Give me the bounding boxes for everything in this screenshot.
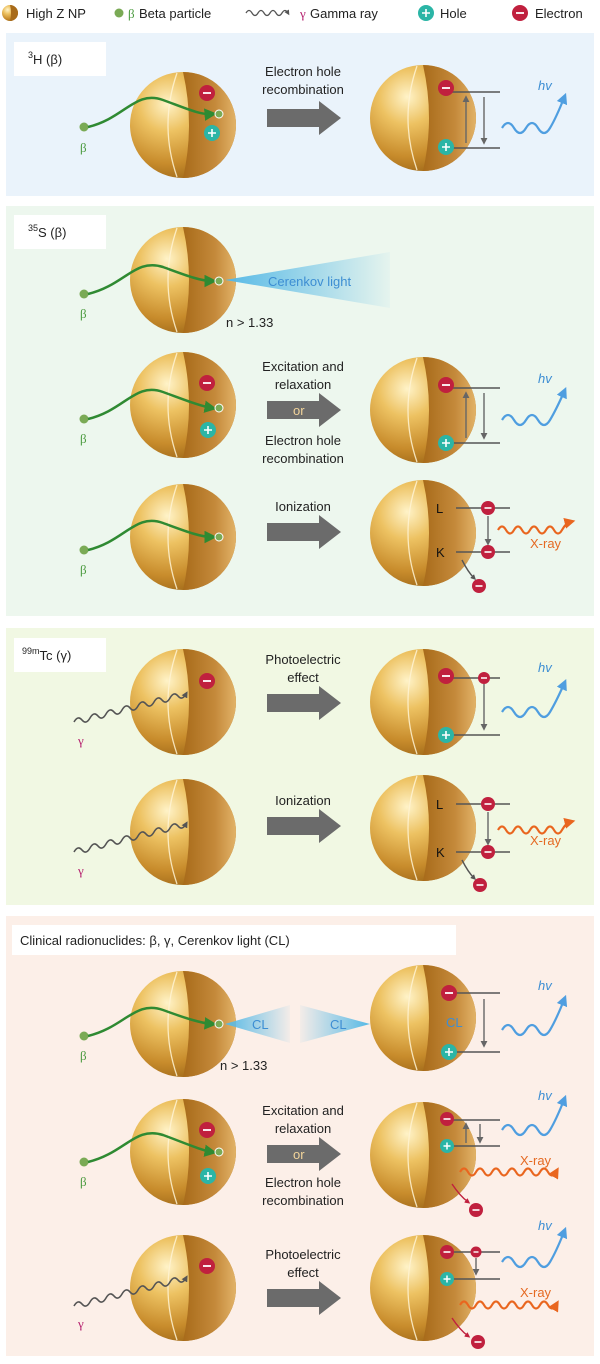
svg-text:Excitation and: Excitation and xyxy=(262,359,344,374)
svg-text:L: L xyxy=(436,797,443,812)
svg-text:Electron hole: Electron hole xyxy=(265,1175,341,1190)
panel1-label: 3H (β) xyxy=(28,50,62,67)
svg-text:effect: effect xyxy=(287,1265,319,1280)
svg-text:X-ray: X-ray xyxy=(520,1153,552,1168)
svg-text:or: or xyxy=(293,403,305,418)
svg-text:or: or xyxy=(293,1147,305,1162)
svg-text:Cerenkov light: Cerenkov light xyxy=(268,274,351,289)
svg-text:X-ray: X-ray xyxy=(520,1285,552,1300)
svg-text:γ: γ xyxy=(77,1316,84,1331)
legend-beta: Beta particle xyxy=(139,6,211,21)
panel2-label: 35S (β) xyxy=(28,223,66,240)
svg-text:recombination: recombination xyxy=(262,82,344,97)
svg-text:CL: CL xyxy=(446,1015,463,1030)
svg-text:hv: hv xyxy=(538,660,553,675)
hole-icon xyxy=(418,5,434,21)
legend-np: High Z NP xyxy=(26,6,86,21)
panel-sulfur: 35S (β) β Cerenkov light n > 1.33 β Exci… xyxy=(6,206,594,616)
svg-text:L: L xyxy=(436,501,443,516)
svg-text:n > 1.33: n > 1.33 xyxy=(226,315,273,330)
panel-clinical: Clinical radionuclides: β, γ, Cerenkov l… xyxy=(6,916,594,1356)
legend: High Z NP β Beta particle γ Gamma ray Ho… xyxy=(2,5,583,21)
legend-gamma: Gamma ray xyxy=(310,6,378,21)
svg-text:recombination: recombination xyxy=(262,451,344,466)
svg-text:K: K xyxy=(436,545,445,560)
electron-icon xyxy=(512,5,528,21)
svg-text:β: β xyxy=(80,1174,87,1189)
svg-text:Electron hole: Electron hole xyxy=(265,433,341,448)
svg-text:β: β xyxy=(80,140,87,155)
svg-text:CL: CL xyxy=(330,1017,347,1032)
svg-text:Electron hole: Electron hole xyxy=(265,64,341,79)
svg-text:Ionization: Ionization xyxy=(275,793,331,808)
svg-text:γ: γ xyxy=(77,863,84,878)
svg-text:β: β xyxy=(80,562,87,577)
svg-text:hv: hv xyxy=(538,1218,553,1233)
svg-text:X-ray: X-ray xyxy=(530,536,562,551)
svg-text:Excitation and: Excitation and xyxy=(262,1103,344,1118)
svg-text:Ionization: Ionization xyxy=(275,499,331,514)
gamma-ray-icon xyxy=(245,9,290,17)
svg-text:β: β xyxy=(80,431,87,446)
svg-text:γ: γ xyxy=(77,733,84,748)
legend-beta-symbol: β xyxy=(128,6,135,21)
svg-text:relaxation: relaxation xyxy=(275,1121,331,1136)
svg-text:recombination: recombination xyxy=(262,1193,344,1208)
svg-text:relaxation: relaxation xyxy=(275,377,331,392)
legend-electron: Electron xyxy=(535,6,583,21)
svg-text:β: β xyxy=(80,1048,87,1063)
svg-text:n > 1.33: n > 1.33 xyxy=(220,1058,267,1073)
svg-text:effect: effect xyxy=(287,670,319,685)
svg-text:K: K xyxy=(436,845,445,860)
panel-technetium: 99mTc (γ) γ Photoelectric effect hv γ Io… xyxy=(6,628,594,905)
np-legend-icon xyxy=(2,5,18,21)
panel-tritium: 3H (β) β Electron hole recombination hv xyxy=(6,33,594,196)
svg-text:hv: hv xyxy=(538,978,553,993)
panel4-label: Clinical radionuclides: β, γ, Cerenkov l… xyxy=(20,933,290,948)
svg-text:hv: hv xyxy=(538,1088,553,1103)
legend-gamma-symbol: γ xyxy=(299,6,306,21)
svg-text:Photoelectric: Photoelectric xyxy=(265,1247,341,1262)
svg-text:hv: hv xyxy=(538,371,553,386)
beta-particle-icon xyxy=(114,8,124,18)
svg-text:Photoelectric: Photoelectric xyxy=(265,652,341,667)
svg-text:X-ray: X-ray xyxy=(530,833,562,848)
svg-text:hv: hv xyxy=(538,78,553,93)
legend-hole: Hole xyxy=(440,6,467,21)
panel3-label: 99mTc (γ) xyxy=(22,646,71,663)
svg-text:β: β xyxy=(80,306,87,321)
svg-text:CL: CL xyxy=(252,1017,269,1032)
